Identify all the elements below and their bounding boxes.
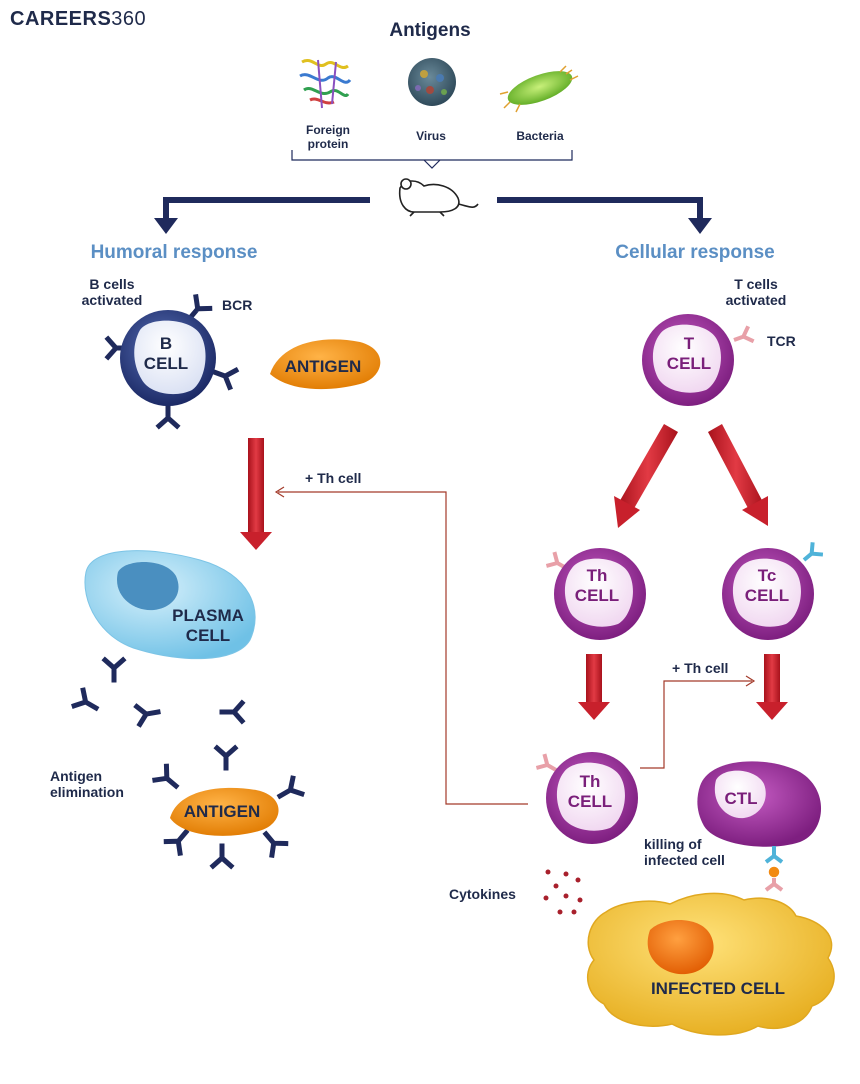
tcr-label: TCR bbox=[767, 333, 796, 349]
plasma-cell bbox=[84, 550, 256, 660]
mouse-icon bbox=[398, 178, 479, 217]
t-cells-activated-label: T cells activated bbox=[725, 276, 787, 309]
antigen-elimination-label: Antigen elimination bbox=[50, 768, 124, 801]
ctl-label: CTL bbox=[724, 789, 758, 808]
th-cell bbox=[544, 548, 646, 640]
antigen-blob bbox=[270, 339, 381, 390]
th-cell-help-label: + Th cell bbox=[305, 470, 362, 486]
free-antibodies bbox=[74, 660, 242, 724]
infected-cell bbox=[586, 892, 835, 1036]
bcr-label: BCR bbox=[222, 297, 253, 313]
b-to-plasma-arrow bbox=[240, 438, 272, 550]
th-cell-label: Th CELL bbox=[574, 566, 620, 605]
th-cell-effector-label: Th CELL bbox=[567, 772, 613, 811]
bacteria-label: Bacteria bbox=[516, 129, 564, 143]
virus-label: Virus bbox=[416, 129, 446, 143]
t-to-th-arrow bbox=[614, 424, 678, 528]
th-cell-effector bbox=[534, 752, 638, 844]
virus-icon bbox=[408, 58, 456, 106]
antigen-complex bbox=[155, 748, 302, 866]
th-help-line-cellular bbox=[640, 675, 756, 769]
cellular-arrow bbox=[497, 197, 712, 234]
cytokines-dots bbox=[543, 869, 583, 915]
b-cells-activated-label: B cells activated bbox=[81, 276, 143, 309]
immune-synapse bbox=[764, 846, 784, 892]
foreign-protein-icon bbox=[299, 59, 352, 109]
cellular-response-heading: Cellular response bbox=[615, 242, 775, 263]
plasma-cell-label: PLASMA CELL bbox=[172, 606, 244, 645]
bacteria-icon bbox=[499, 65, 579, 113]
antigen-label-2: ANTIGEN bbox=[183, 802, 261, 821]
humoral-response-heading: Humoral response bbox=[90, 242, 258, 263]
foreign-protein-label: Foreign protein bbox=[306, 123, 350, 151]
b-cell-label: B CELL bbox=[143, 334, 189, 373]
killing-label: killing of infected cell bbox=[644, 836, 725, 869]
infected-cell-label: INFECTED CELL bbox=[650, 979, 786, 998]
b-cell bbox=[108, 297, 236, 426]
antigen-label: ANTIGEN bbox=[284, 357, 362, 376]
careers360-logo: CAREERS360 bbox=[10, 8, 147, 30]
diagram-title: Antigens bbox=[389, 20, 471, 41]
t-to-tc-arrow bbox=[708, 424, 768, 526]
humoral-arrow bbox=[154, 197, 370, 234]
tc-to-ctl-arrow bbox=[756, 654, 788, 720]
t-cell-label: T CELL bbox=[666, 334, 712, 373]
cytokines-label: Cytokines bbox=[449, 886, 516, 902]
t-cell bbox=[642, 314, 756, 406]
th-cell-help-label-cellular: + Th cell bbox=[672, 660, 729, 676]
antigen-bracket bbox=[291, 150, 573, 161]
tc-cell bbox=[722, 540, 825, 640]
th-help-line-humoral bbox=[274, 486, 528, 805]
th-to-th-arrow bbox=[578, 654, 610, 720]
tc-cell-label: Tc CELL bbox=[744, 566, 790, 605]
ctl-cell bbox=[697, 761, 822, 847]
